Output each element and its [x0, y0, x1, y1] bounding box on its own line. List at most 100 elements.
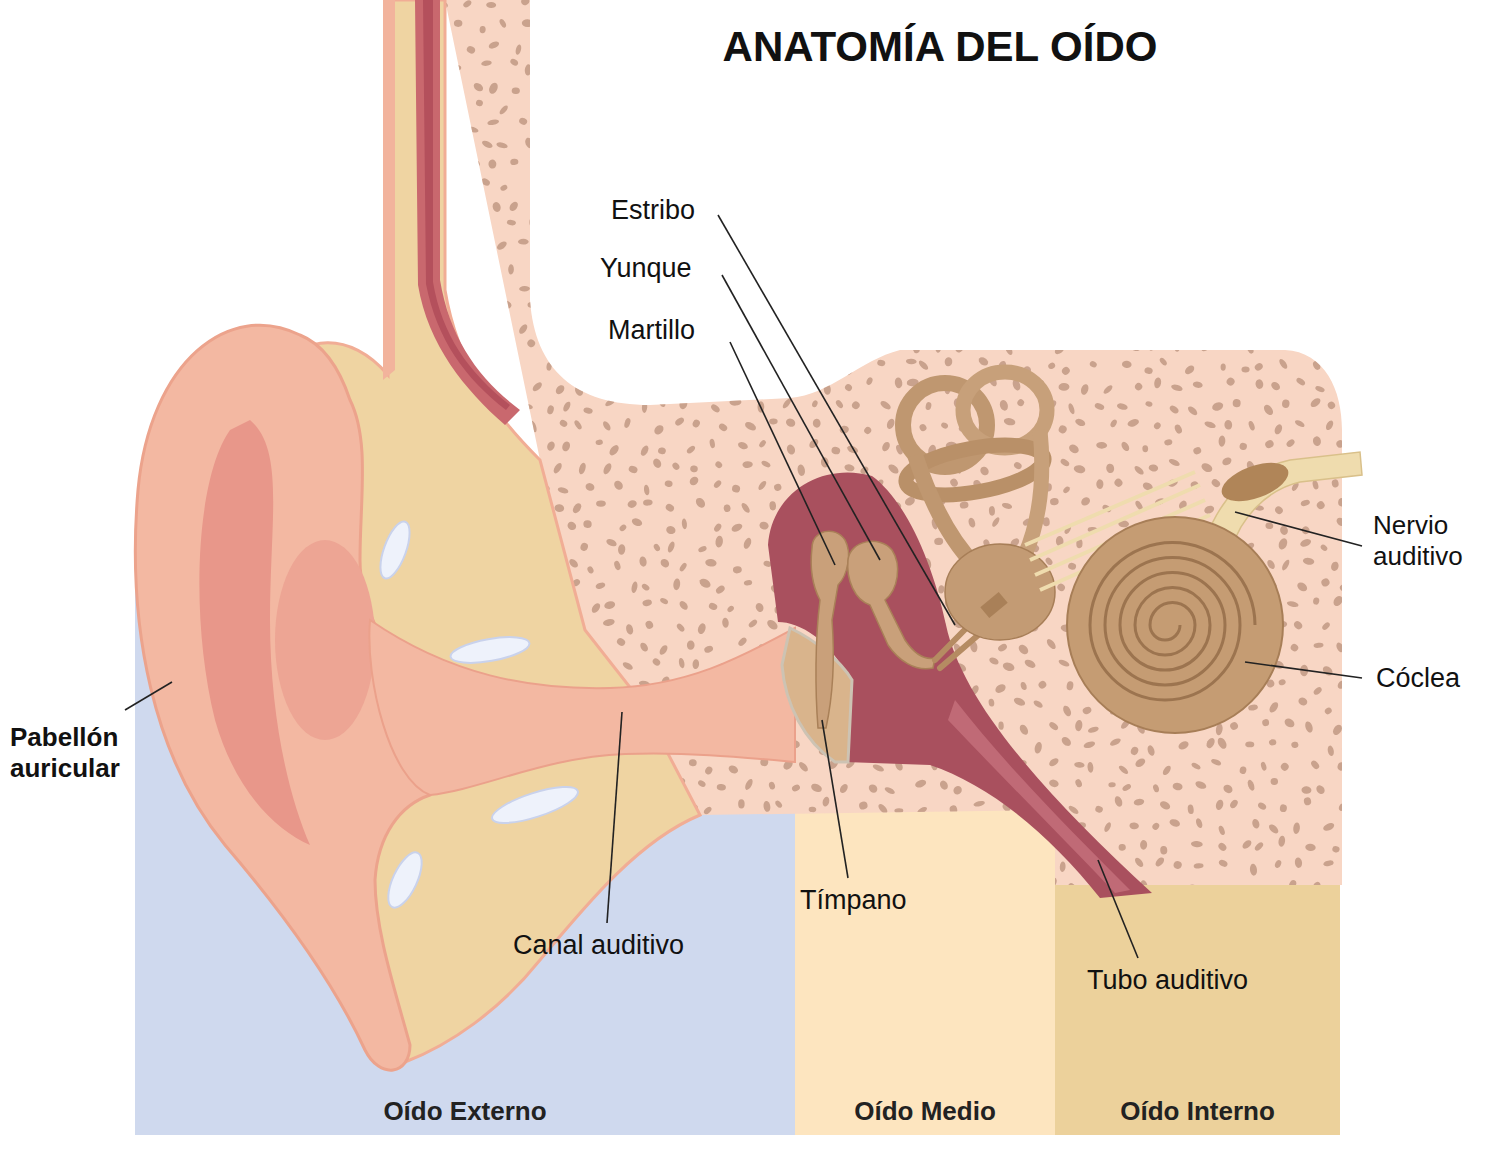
bone-pore	[1286, 600, 1299, 608]
bone-pore	[769, 418, 778, 424]
bone-pore	[1327, 86, 1340, 96]
bone-pore	[1021, 163, 1031, 173]
bone-pore	[580, 301, 590, 311]
bone-pore	[1106, 101, 1116, 109]
bone-pore	[1283, 717, 1296, 729]
bone-pore	[556, 60, 564, 72]
bone-pore	[677, 0, 687, 9]
bone-pore	[973, 800, 985, 808]
bone-pore	[1096, 442, 1107, 449]
bone-pore	[1001, 502, 1013, 510]
bone-pore	[1206, 118, 1215, 129]
bone-pore	[1195, 265, 1203, 274]
bone-pore	[499, 184, 508, 192]
bone-pore	[844, 463, 855, 472]
bone-pore	[999, 877, 1007, 887]
bone-pore	[1069, 324, 1079, 332]
concha	[275, 540, 375, 740]
bone-pore	[1098, 303, 1108, 313]
bone-pore	[498, 18, 507, 29]
bone-pore	[1054, 96, 1065, 106]
bone-pore	[706, 884, 714, 895]
bone-pore	[595, 581, 606, 590]
bone-pore	[977, 338, 988, 351]
bone-pore	[744, 778, 755, 791]
bone-pore	[1277, 537, 1289, 551]
bone-pore	[709, 438, 716, 448]
bone-pore	[618, 544, 626, 555]
bone-pore	[791, 296, 800, 307]
bone-pore	[710, 403, 721, 414]
bone-pore	[588, 118, 600, 131]
bone-pore	[562, 119, 569, 130]
bone-pore	[1160, 219, 1165, 228]
bone-pore	[1288, 16, 1300, 26]
bone-pore	[671, 461, 681, 471]
bone-pore	[867, 783, 879, 795]
bone-pore	[613, 156, 623, 168]
bone-pore	[1047, 361, 1056, 370]
bone-pore	[1325, 117, 1337, 129]
bone-pore	[989, 506, 996, 516]
bone-pore	[1239, 766, 1247, 775]
bone-pore	[712, 378, 724, 390]
bone-pore	[1320, 343, 1331, 354]
bone-pore	[1234, 324, 1244, 334]
bone-pore	[534, 262, 544, 272]
bone-pore	[1182, 300, 1193, 313]
bone-pore	[1140, 320, 1149, 329]
bone-pore	[595, 439, 603, 446]
bone-pore	[1181, 176, 1191, 186]
bone-pore	[1173, 142, 1183, 152]
bone-pore	[822, 796, 831, 807]
bone-pore	[877, 802, 889, 815]
bone-pore	[949, 477, 959, 488]
bone-pore	[928, 83, 938, 96]
bone-pore	[1074, 417, 1086, 427]
bone-pore	[864, 265, 874, 278]
bone-pore	[1315, 784, 1327, 796]
bone-pore	[827, 321, 836, 334]
bone-pore	[1025, 219, 1036, 229]
bone-pore	[641, 583, 651, 592]
bone-pore	[623, 300, 637, 311]
bone-pore	[1336, 277, 1347, 290]
bone-pore	[689, 387, 699, 394]
bone-pore	[964, 819, 973, 828]
bone-pore	[765, 218, 772, 228]
bone-pore	[785, 881, 797, 889]
bone-pore	[671, 384, 683, 395]
bone-pore	[1287, 280, 1297, 290]
bone-pore	[704, 117, 714, 130]
bone-pore	[905, 159, 916, 169]
bone-pore	[628, 383, 637, 395]
bone-pore	[1067, 882, 1078, 893]
bone-pore	[844, 383, 854, 393]
bone-pore	[498, 104, 509, 116]
bone-pore	[772, 284, 786, 297]
bone-pore	[1031, 108, 1041, 114]
bone-pore	[854, 325, 863, 334]
bone-pore	[713, 479, 723, 489]
bone-pore	[1082, 706, 1093, 716]
bone-pore	[880, 283, 891, 292]
bone-pore	[621, 141, 634, 152]
bone-pore	[524, 136, 535, 149]
bone-pore	[1224, 420, 1233, 430]
bone-pore	[1191, 841, 1203, 848]
bone-pore	[554, 504, 564, 513]
bone-pore	[872, 201, 882, 207]
bone-pore	[739, 223, 750, 234]
bone-pore	[567, 165, 573, 176]
bone-pore	[1011, 138, 1023, 146]
bone-pore	[1279, 761, 1290, 772]
bone-pore	[887, 224, 896, 234]
bone-pore	[1067, 403, 1076, 415]
bone-pore	[694, 823, 705, 831]
bone-pore	[1320, 577, 1331, 588]
bone-pore	[1110, 281, 1123, 294]
bone-pore	[715, 535, 724, 547]
bone-pore	[1038, 3, 1050, 13]
bone-pore	[1048, 778, 1059, 788]
bone-pore	[1332, 845, 1341, 853]
